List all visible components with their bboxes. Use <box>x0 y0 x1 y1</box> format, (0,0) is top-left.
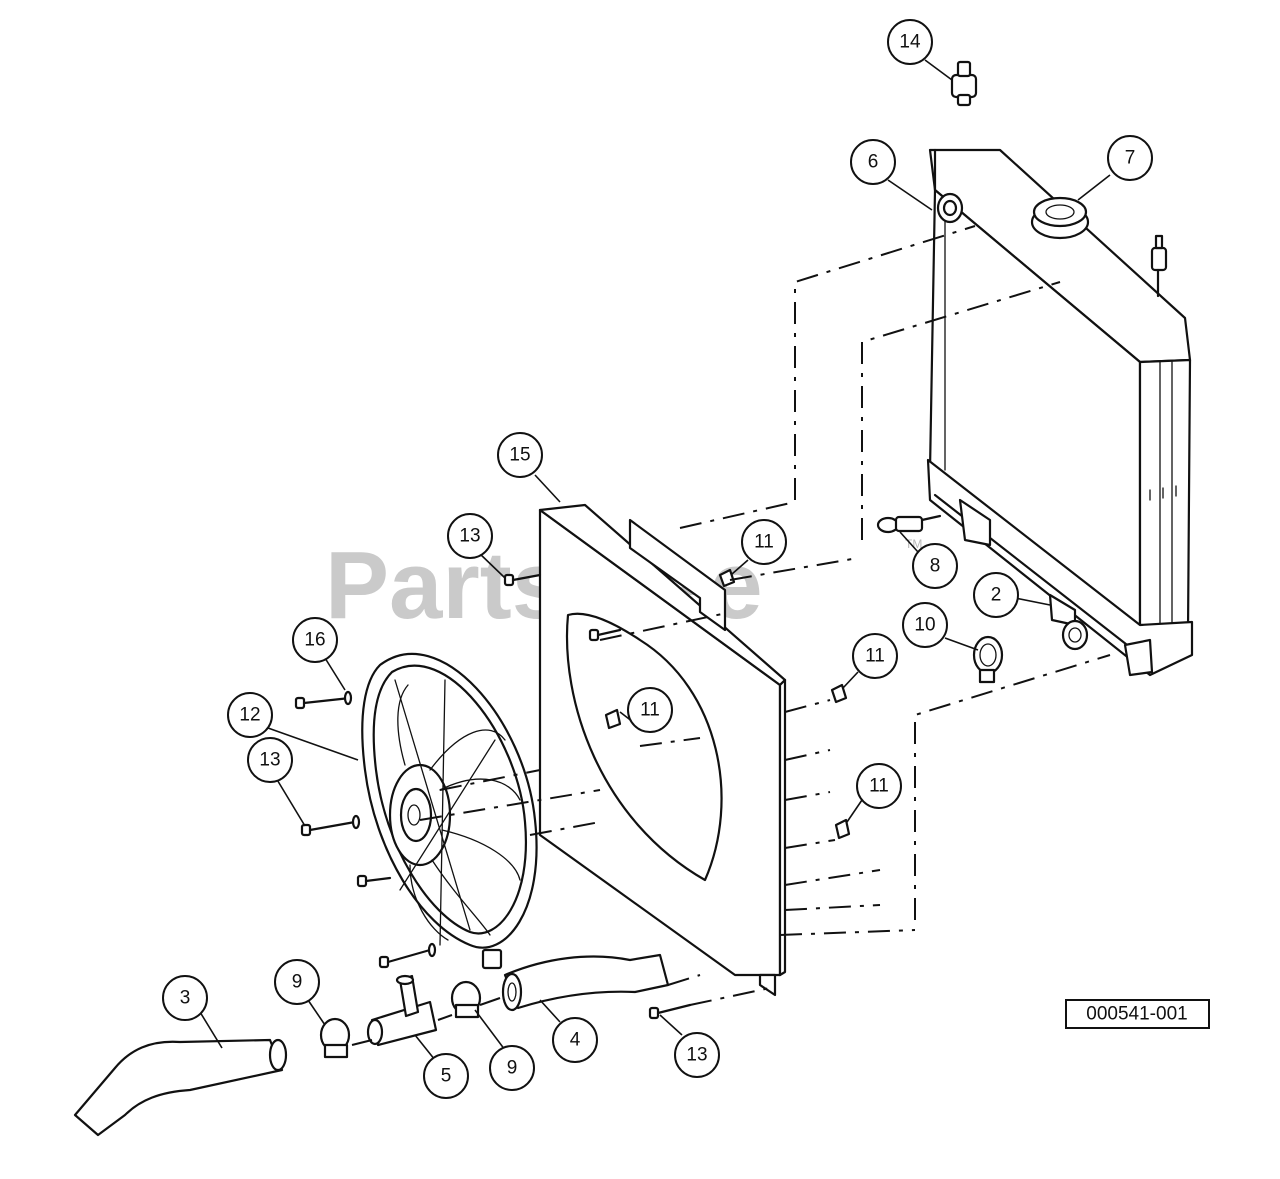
callout-5[interactable]: 5 <box>423 1053 469 1099</box>
svg-text:10: 10 <box>914 615 935 636</box>
svg-text:5: 5 <box>441 1066 452 1087</box>
svg-text:14: 14 <box>899 32 921 53</box>
tube-5[interactable] <box>366 974 438 1047</box>
radiator[interactable] <box>926 148 1194 677</box>
lower-hose-3[interactable] <box>73 1038 288 1137</box>
callout-9-left[interactable]: 9 <box>274 959 320 1005</box>
callout-13-middle[interactable]: 13 <box>247 737 293 783</box>
hose-clamp-9b[interactable] <box>450 980 482 1019</box>
svg-text:3: 3 <box>180 988 191 1009</box>
callout-13-top[interactable]: 13 <box>447 513 493 559</box>
svg-text:13: 13 <box>459 526 480 547</box>
callout-15[interactable]: 15 <box>497 432 543 478</box>
svg-text:2: 2 <box>991 585 1002 606</box>
svg-text:8: 8 <box>930 556 941 577</box>
callout-3[interactable]: 3 <box>162 975 208 1021</box>
svg-text:7: 7 <box>1125 148 1136 169</box>
leader-lines <box>199 59 1111 1061</box>
hose-clamp-10[interactable] <box>972 635 1004 684</box>
callout-12[interactable]: 12 <box>227 692 273 738</box>
cooling-fan[interactable] <box>361 652 538 970</box>
callout-11-center[interactable]: 11 <box>627 687 673 733</box>
watermark-trademark: TM <box>905 537 922 551</box>
svg-text:15: 15 <box>509 445 530 466</box>
svg-text:11: 11 <box>754 532 774 553</box>
hose-clamp-9a[interactable] <box>319 1017 351 1059</box>
upper-hose-4[interactable] <box>501 953 670 1012</box>
callout-14[interactable]: 14 <box>887 19 933 65</box>
alignment-lines <box>351 225 1111 1046</box>
svg-text:6: 6 <box>868 152 879 173</box>
diagram-code-label: 000541-001 <box>1065 999 1210 1029</box>
callout-11-top[interactable]: 11 <box>741 519 787 565</box>
callout-4[interactable]: 4 <box>552 1017 598 1063</box>
svg-text:11: 11 <box>640 700 660 721</box>
svg-text:13: 13 <box>686 1045 707 1066</box>
svg-text:4: 4 <box>570 1030 581 1051</box>
svg-text:000541-001: 000541-001 <box>1086 1004 1187 1025</box>
callout-9-right[interactable]: 9 <box>489 1045 535 1091</box>
callout-16[interactable]: 16 <box>292 617 338 663</box>
drain-valve[interactable] <box>876 514 942 534</box>
callout-11-right-upper[interactable]: 11 <box>852 633 898 679</box>
callout-6[interactable]: 6 <box>850 139 896 185</box>
callout-13-bottom[interactable]: 13 <box>674 1032 720 1078</box>
callout-10[interactable]: 10 <box>902 602 948 648</box>
svg-text:16: 16 <box>304 630 325 651</box>
callout-8[interactable]: 8 <box>912 543 958 589</box>
callout-7[interactable]: 7 <box>1107 135 1153 181</box>
svg-text:9: 9 <box>507 1058 518 1079</box>
fasteners[interactable] <box>294 568 851 1020</box>
svg-text:13: 13 <box>259 750 280 771</box>
callout-2[interactable]: 2 <box>973 572 1019 618</box>
callout-11-right-lower[interactable]: 11 <box>856 763 902 809</box>
svg-text:11: 11 <box>865 646 885 667</box>
svg-text:11: 11 <box>869 776 889 797</box>
grommet[interactable] <box>950 60 978 107</box>
svg-text:9: 9 <box>292 972 303 993</box>
svg-text:12: 12 <box>239 705 260 726</box>
